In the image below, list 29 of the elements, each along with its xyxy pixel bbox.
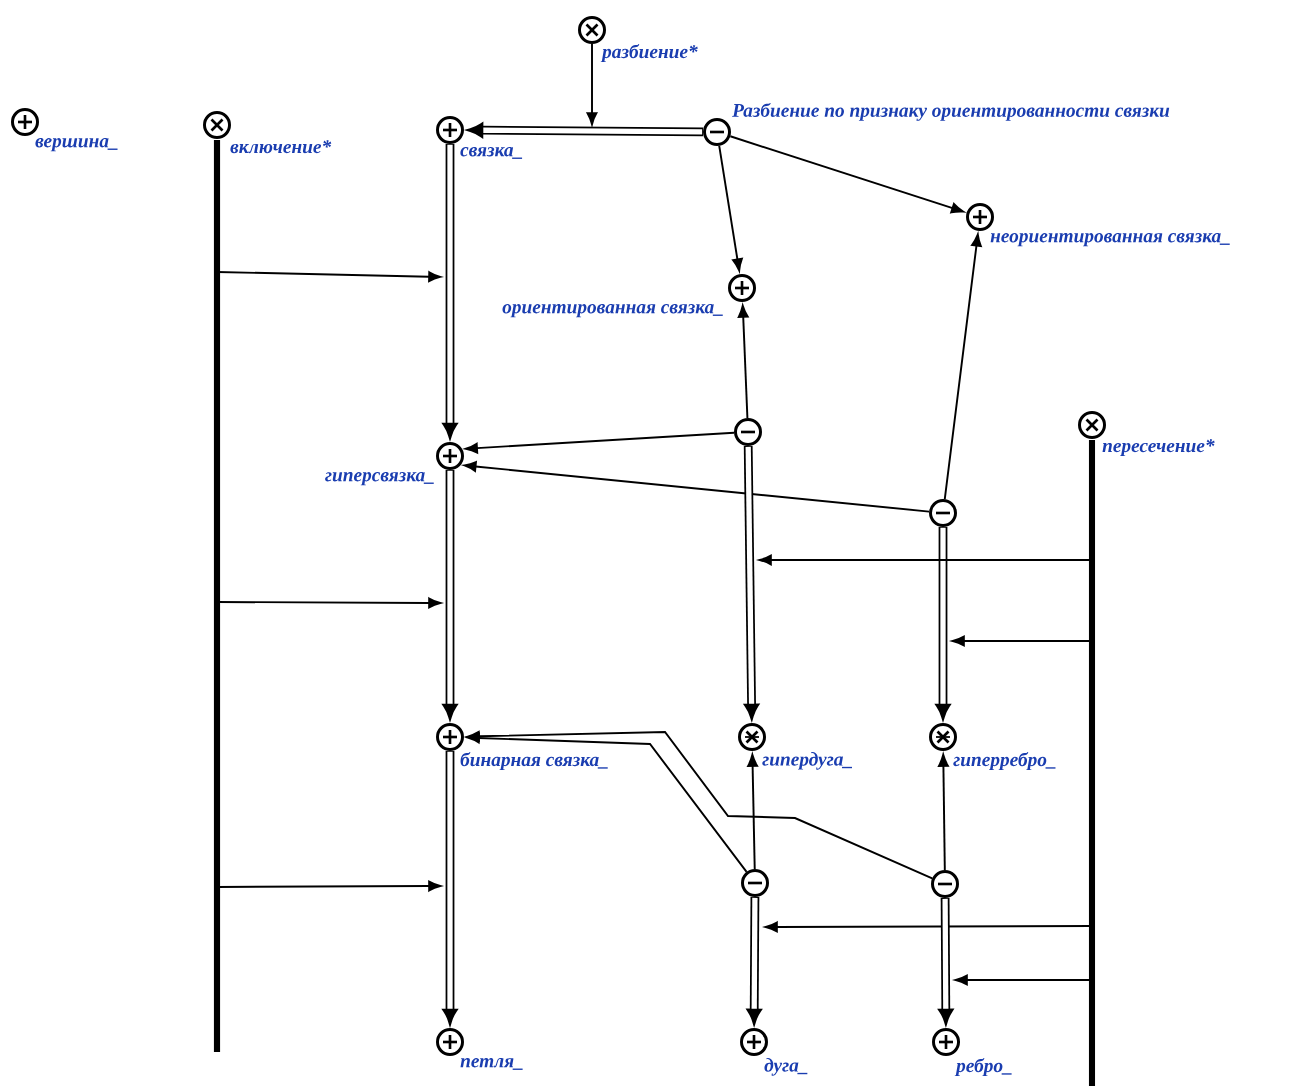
node-label: гиперребро_ [953,752,1056,771]
node-label: неориентированная связка_ [990,233,1230,247]
node-label: ориентированная связка_ [502,304,723,318]
arrow [466,730,934,880]
node-label: петля_ [460,1058,523,1070]
node-label: пересечение* [1102,439,1215,457]
arrow [943,233,982,501]
arrow [586,43,598,126]
arrow [463,461,931,513]
arrow [465,431,735,454]
sc-node [734,418,762,446]
node-label: вершина_ [35,138,118,152]
sc-node [741,869,769,897]
arrow [747,753,758,870]
node-label: включение* [230,140,332,154]
node-label: гиперсвязка_ [325,472,434,486]
node-label: дуга_ [764,1058,808,1076]
arrow [938,753,949,871]
arrow [729,135,964,214]
sc-node [929,499,957,527]
arrow [737,304,749,419]
sc-node [931,870,959,898]
node-label: разбиение* [600,44,698,63]
node-label: бинарная связка_ [460,752,608,771]
node-label: связка_ [460,147,523,159]
node-label: Разбиение по признаку ориентированности связки [732,102,1170,121]
arrow [718,144,743,272]
node-label: ребро_ [954,1058,1012,1077]
node-label: гипердуга_ [762,752,852,770]
